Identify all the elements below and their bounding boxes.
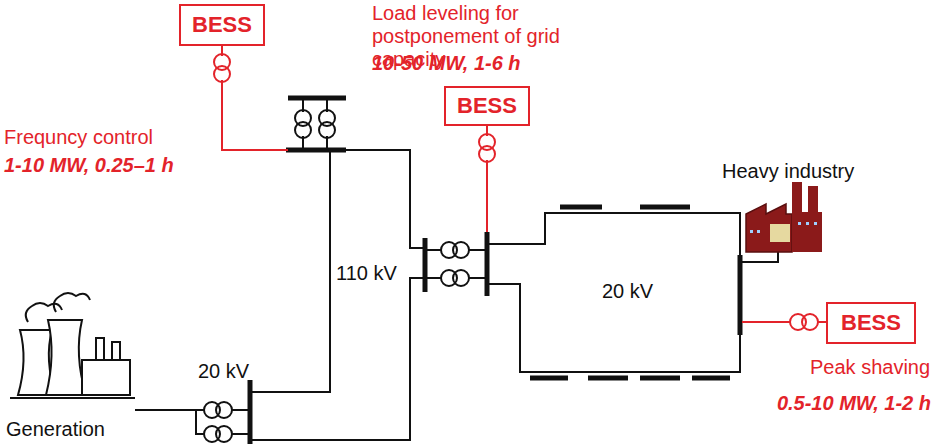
bess-box: BESS (826, 302, 916, 344)
voltage-label: 110 kV (336, 262, 397, 285)
load-label: Heavy industry (722, 160, 854, 183)
voltage-label: 20 kV (198, 360, 249, 383)
rating-label: 0.5-10 MW, 1-2 h (777, 392, 931, 415)
bess-box: BESS (179, 4, 265, 46)
application-label: Frequncy control (4, 126, 153, 149)
box-label: BESS (457, 93, 517, 119)
application-label: Peak shaving (810, 356, 930, 379)
bess-box: BESS (444, 86, 530, 126)
box-label: BESS (192, 12, 252, 38)
generation-label: Generation (6, 418, 105, 441)
voltage-label: 20 kV (602, 280, 653, 303)
factory-icon (746, 182, 822, 252)
rating-label: 1-10 MW, 0.25–1 h (4, 154, 174, 177)
rating-label: 10-50 MW, 1-6 h (372, 52, 521, 75)
box-label: BESS (841, 310, 901, 336)
power-plant-icon (10, 293, 135, 398)
